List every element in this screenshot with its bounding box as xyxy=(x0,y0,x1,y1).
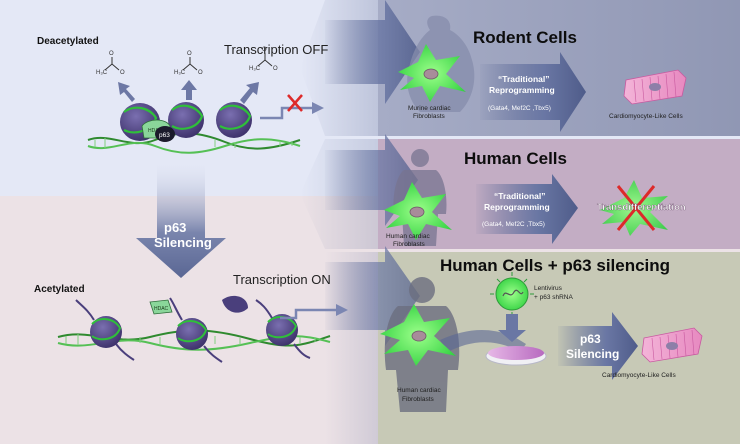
rodent-source-line1: Murine cardiac xyxy=(408,105,451,112)
nucleosome xyxy=(266,314,298,346)
free-hdac-label: HDAC xyxy=(154,306,169,312)
dna-wrap-top xyxy=(123,104,252,134)
human-arrow-line1: “Traditional” xyxy=(494,191,545,201)
transcription-on-arrow xyxy=(280,308,336,320)
silencing-label-text: Silencing xyxy=(154,235,212,250)
transcription-off-arrowhead xyxy=(312,102,324,114)
p63-source-line2: Fibroblasts xyxy=(402,396,435,403)
p63-silencing-result-arrow xyxy=(558,312,638,380)
histone-tails xyxy=(75,297,311,363)
rodent-factors: (Gata4, Mef2C ,Tbx5) xyxy=(488,105,551,112)
human-title: Human Cells xyxy=(464,149,567,168)
rodent-arrow-line1: “Traditional” xyxy=(498,74,549,84)
virus-line2: + p63 shRNA xyxy=(534,294,574,301)
deacetylated-label: Deacetylated xyxy=(37,36,99,47)
nucleosome xyxy=(90,316,122,348)
p63-silencing-arrow xyxy=(136,164,226,278)
dna-rungs-bottom xyxy=(65,334,316,345)
human-arrow-line2: Reprogramming xyxy=(484,202,550,212)
dna-rungs-top xyxy=(94,138,293,148)
transcription-on-label: Transcription ON xyxy=(233,272,331,287)
transcription-on-arrowhead xyxy=(336,304,348,316)
cancel-x-icon xyxy=(616,185,656,231)
acetyl-group-icon xyxy=(104,53,273,71)
virus-to-dish-arrow xyxy=(498,314,526,342)
petri-dish-medium xyxy=(488,346,544,360)
shrna-strand-icon xyxy=(502,289,524,297)
p63-result: Cardiomyocyte-Like Cells xyxy=(602,372,676,379)
cardiomyocyte-nucleus-icon xyxy=(649,83,661,91)
human-source-line2: Fibroblasts xyxy=(393,241,426,248)
rodent-result: Cardiomyocyte-Like Cells xyxy=(609,113,683,120)
nucleosome xyxy=(176,318,208,350)
svg-text:O: O xyxy=(109,51,114,57)
p63-protein xyxy=(155,126,175,142)
p63-label: p63 xyxy=(159,132,170,139)
svg-text:O: O xyxy=(198,70,203,76)
rodent-arrow-line2: Reprogramming xyxy=(489,85,555,95)
human-factors: (Gata4, Mef2C ,Tbx5) xyxy=(482,221,545,228)
svg-text:O: O xyxy=(262,47,267,53)
cell-nucleus-icon xyxy=(423,68,439,80)
human-result: Transdifferentiation xyxy=(597,202,686,213)
svg-text:H₃C: H₃C xyxy=(174,70,186,76)
hdac-label: HDAC xyxy=(148,128,163,134)
cell-nucleus-icon xyxy=(409,206,425,218)
p63-arrow-line1: p63 xyxy=(580,332,601,346)
cardiomyocyte-nucleus-icon xyxy=(666,342,678,350)
cell-nucleus-icon xyxy=(411,330,427,342)
muscle-striations xyxy=(651,329,695,361)
rodent-reprogramming-arrow xyxy=(480,52,586,132)
svg-text:O: O xyxy=(273,66,278,72)
svg-text:O: O xyxy=(187,51,192,57)
svg-text:O: O xyxy=(120,70,125,76)
acetyl-atoms-icon: H₃C O O H₃C O O H₃C O O xyxy=(96,47,278,76)
p63-panel-title: Human Cells + p63 silencing xyxy=(440,256,670,275)
virus-line1: Lentivirus xyxy=(534,285,563,292)
silencing-label-p63: p63 xyxy=(164,220,186,235)
svg-text:H₃C: H₃C xyxy=(96,70,108,76)
p63-arrow-line2: Silencing xyxy=(566,347,619,361)
rodent-title: Rodent Cells xyxy=(473,28,577,47)
svg-text:H₃C: H₃C xyxy=(249,66,261,72)
arrow-into-rodent xyxy=(325,0,420,104)
human-reprogramming-arrow xyxy=(476,174,578,244)
rodent-source-line2: Fibroblasts xyxy=(413,113,446,120)
transcription-off-arrow xyxy=(260,106,312,120)
free-hdac-shape xyxy=(149,299,173,315)
nucleosome xyxy=(216,102,252,138)
cancel-x-icon xyxy=(287,94,303,112)
human-source-line1: Human cardiac xyxy=(386,233,430,240)
release-arrow-icon xyxy=(118,80,259,104)
failed-fibroblast-icon xyxy=(600,180,668,236)
p63-source-line1: Human cardiac xyxy=(397,387,441,394)
acetylated-label: Acetylated xyxy=(34,284,85,295)
dna-wrap-bottom xyxy=(91,316,298,343)
free-p63-shape xyxy=(222,295,248,313)
transcription-off-label: Transcription OFF xyxy=(224,42,328,57)
